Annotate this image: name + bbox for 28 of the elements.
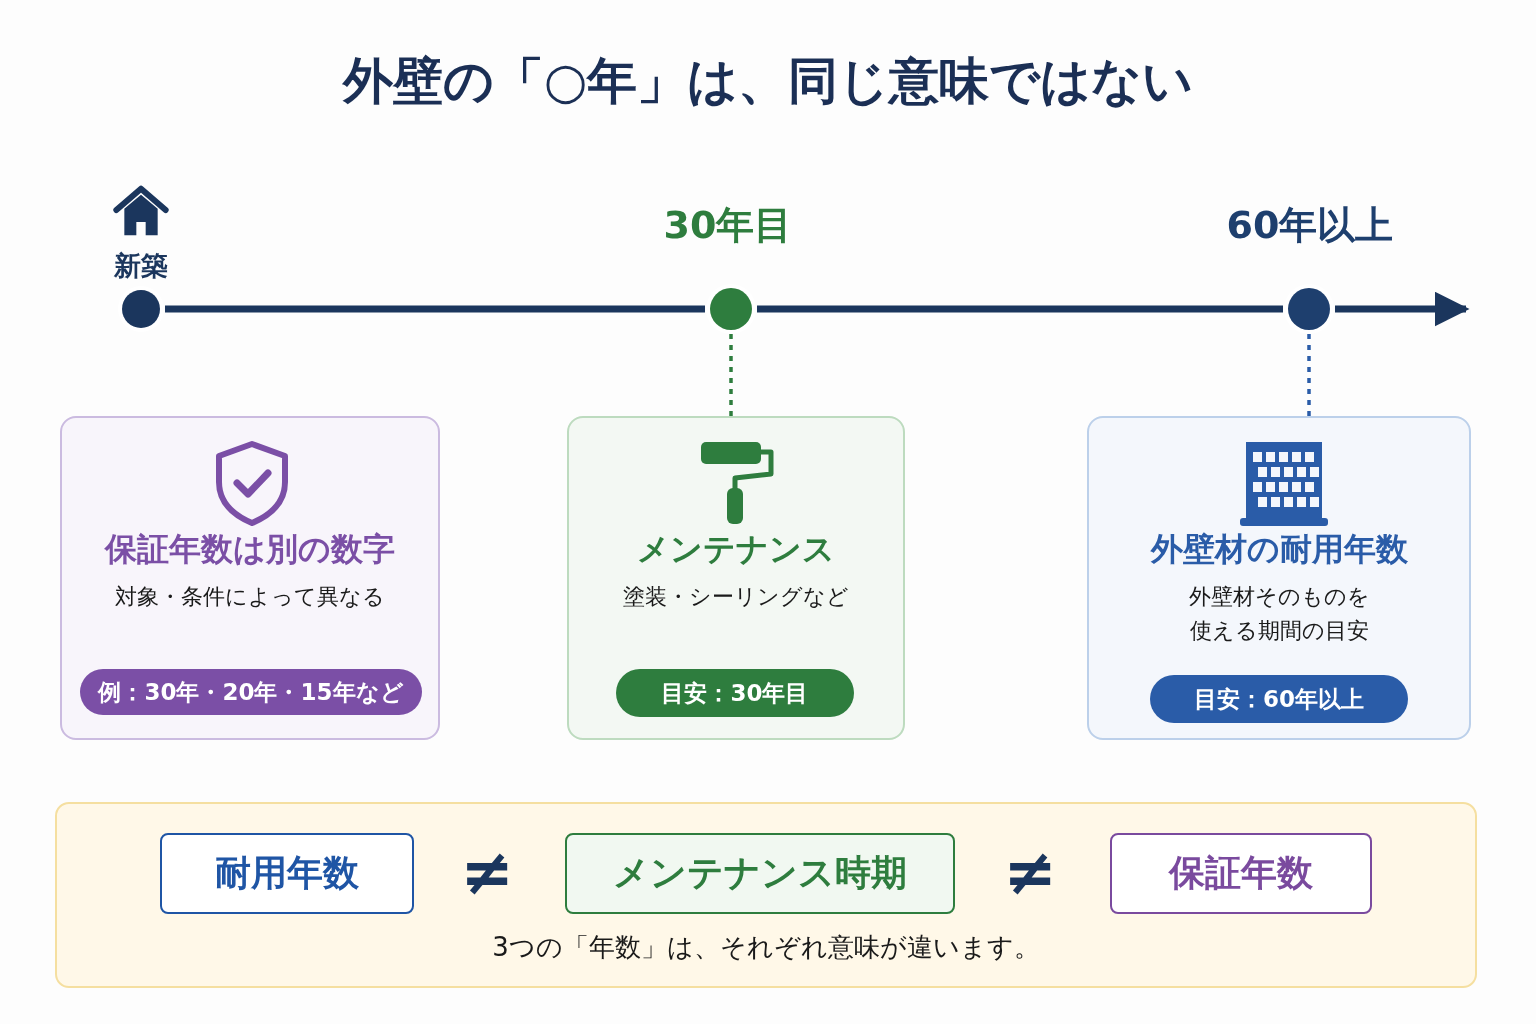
card-heading: メンテナンス bbox=[636, 529, 836, 570]
dotted-connector bbox=[1307, 334, 1311, 416]
timeline-label: 30年目 bbox=[662, 202, 794, 249]
timeline-label: 新築 bbox=[113, 249, 169, 283]
card-description: 外壁材そのものを使える期間の目安 bbox=[1187, 583, 1371, 645]
summary-text: 3つの「年数」は、それぞれ意味が違います。 bbox=[491, 931, 1041, 964]
timeline-dot bbox=[1288, 288, 1330, 330]
term-box: 耐用年数 bbox=[160, 833, 414, 914]
title: 外壁の「○年」は、同じ意味ではない bbox=[341, 51, 1195, 112]
info-card bbox=[1087, 416, 1471, 740]
card-description: 対象・条件によって異なる bbox=[114, 583, 386, 611]
term-box: メンテナンス時期 bbox=[565, 833, 955, 914]
info-card bbox=[60, 416, 440, 740]
not-equal-sign: ≠ bbox=[1002, 834, 1058, 910]
card-heading: 保証年数は別の数字 bbox=[103, 529, 396, 570]
info-card bbox=[567, 416, 905, 740]
pill-label: 目安：30年目 bbox=[616, 669, 854, 717]
card-description: 塗装・シーリングなど bbox=[622, 583, 850, 611]
not-equal-sign: ≠ bbox=[459, 834, 515, 910]
term-box: 保証年数 bbox=[1110, 833, 1372, 914]
summary-panel bbox=[55, 802, 1477, 988]
pill-label: 例：30年・20年・15年など bbox=[80, 669, 422, 715]
dotted-connector bbox=[729, 334, 733, 416]
timeline-dot bbox=[122, 290, 160, 328]
card-heading: 外壁材の耐用年数 bbox=[1149, 529, 1409, 570]
timeline-dot bbox=[710, 288, 752, 330]
pill-label: 目安：60年以上 bbox=[1150, 675, 1408, 723]
timeline-label: 60年以上 bbox=[1225, 202, 1395, 249]
